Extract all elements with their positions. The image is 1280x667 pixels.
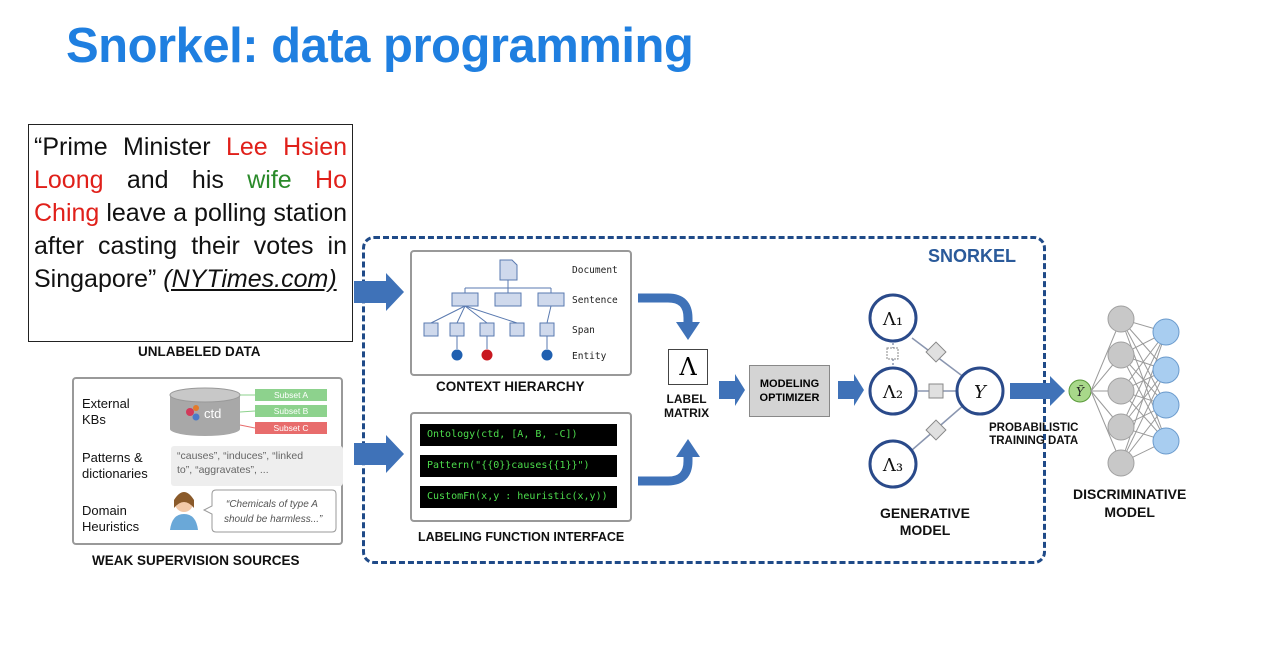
level-entity: Entity bbox=[572, 351, 607, 362]
discriminative-output-nodes bbox=[1152, 318, 1180, 455]
quote-source: (NYTimes.com) bbox=[163, 265, 337, 293]
level-span: Span bbox=[572, 325, 595, 336]
snorkel-title: SNORKEL bbox=[928, 246, 1017, 266]
label-matrix-label: LABEL MATRIX bbox=[664, 392, 709, 420]
patterns-note-line2: to”, “aggravates”, ... bbox=[177, 464, 269, 476]
subset-c: Subset C bbox=[255, 422, 327, 434]
arrowhead-up bbox=[676, 439, 700, 457]
quote-relation: wife bbox=[247, 166, 292, 194]
quote-mid1: and his bbox=[103, 166, 248, 194]
entity-node-3 bbox=[541, 349, 553, 361]
prob-line1: PROBABILISTIC bbox=[989, 422, 1079, 434]
lambda1-node bbox=[868, 293, 918, 343]
external-kbs-line2: KBs bbox=[82, 412, 106, 427]
context-hierarchy-panel bbox=[410, 250, 632, 376]
arrowhead-down bbox=[676, 322, 700, 340]
domain-line2: Heuristics bbox=[82, 519, 140, 534]
arrow-model-to-output bbox=[1010, 376, 1065, 406]
arrow-lf-to-matrix bbox=[638, 455, 693, 486]
discriminative-hidden-nodes bbox=[1107, 305, 1135, 477]
arrow-context-to-matrix bbox=[638, 293, 693, 324]
factor-nodes bbox=[886, 341, 947, 441]
modeling-optimizer-box: MODELING OPTIMIZER bbox=[749, 365, 830, 417]
hierarchy-level-labels: Document Sentence Span Entity bbox=[572, 265, 618, 362]
generative-line1: GENERATIVE bbox=[880, 505, 970, 521]
level-document: Document bbox=[572, 265, 618, 276]
lf-customfn: CustomFn(x,y : heuristic(x,y)) bbox=[420, 486, 617, 508]
curved-arrows bbox=[638, 293, 693, 486]
domain-note-line1: “Chemicals of type A bbox=[226, 499, 318, 510]
quote-spouse: Ho Ching bbox=[34, 166, 347, 227]
context-tree-nodes bbox=[423, 259, 565, 337]
quote-person: Lee Hsien Loong bbox=[34, 133, 347, 194]
arrow-matrix-to-optimizer bbox=[719, 374, 745, 406]
subset-b: Subset B bbox=[255, 405, 327, 417]
context-hierarchy-label: CONTEXT HIERARCHY bbox=[436, 379, 585, 394]
input-arrows bbox=[354, 273, 404, 473]
snorkel-region bbox=[362, 236, 1046, 564]
entity-node-1 bbox=[451, 349, 463, 361]
domain-line1: Domain bbox=[82, 503, 127, 518]
lambda2-label: Λ₂ bbox=[882, 382, 903, 403]
ctd-database-icon: ctd bbox=[169, 387, 256, 436]
label-matrix-line2: MATRIX bbox=[664, 406, 710, 420]
optimizer-line1: MODELING bbox=[759, 378, 820, 390]
patterns-line2: dictionaries bbox=[82, 466, 148, 481]
label-matrix-box: Λ bbox=[668, 349, 708, 385]
weak-supervision-label: WEAK SUPERVISION SOURCES bbox=[92, 553, 300, 568]
generative-nodes bbox=[868, 293, 1005, 489]
quote-open: “Prime Minister bbox=[34, 133, 226, 161]
optimizer-line2: OPTIMIZER bbox=[759, 392, 820, 404]
y-node bbox=[955, 366, 1005, 416]
lfi-label: LABELING FUNCTION INTERFACE bbox=[418, 530, 625, 544]
patterns-label: Patterns & dictionaries bbox=[82, 450, 148, 482]
domain-heuristics-label: Domain Heuristics bbox=[82, 503, 139, 535]
lambda2-node bbox=[868, 366, 918, 416]
domain-note-line2: should be harmless...” bbox=[224, 514, 323, 525]
domain-note-bubble: “Chemicals of type A should be harmless.… bbox=[202, 489, 337, 533]
lf-ontology: Ontology(ctd, [A, B, -C]) bbox=[420, 424, 617, 446]
unlabeled-text-example: “Prime Minister Lee Hsien Loong and his … bbox=[28, 124, 353, 342]
disc-line1: DISCRIMINATIVE bbox=[1073, 486, 1187, 502]
arrow-weak-in bbox=[354, 435, 404, 473]
arrow-optimizer-to-model bbox=[838, 374, 864, 406]
label-matrix-line1: LABEL bbox=[666, 392, 707, 406]
probabilistic-training-label: PROBABILISTIC TRAINING DATA bbox=[989, 422, 1078, 448]
lambda1-label: Λ₁ bbox=[882, 309, 903, 330]
generative-node-labels: Λ₁ Λ₂ Λ₃ Y bbox=[882, 309, 988, 476]
y-hat-label: Ỹ bbox=[1076, 384, 1085, 399]
patterns-line1: Patterns & bbox=[82, 450, 143, 465]
disc-line2: MODEL bbox=[1104, 504, 1155, 520]
generative-model-label: GENERATIVE MODEL bbox=[880, 505, 970, 539]
patterns-note-line1: “causes”, “induces”, “linked bbox=[177, 450, 304, 462]
lambda3-node bbox=[868, 439, 918, 489]
lambda3-label: Λ₃ bbox=[882, 455, 903, 476]
unlabeled-data-label: UNLABELED DATA bbox=[138, 344, 261, 359]
domain-expert-avatar bbox=[170, 492, 198, 530]
external-kbs-label: External KBs bbox=[82, 396, 130, 428]
quote-rest: leave a polling station after casting th… bbox=[34, 199, 347, 293]
arrow-unlabeled-in bbox=[354, 273, 404, 311]
page-title: Snorkel: data programming bbox=[66, 19, 694, 73]
patterns-note: “causes”, “induces”, “linked to”, “aggra… bbox=[171, 446, 343, 486]
discriminative-model-label: DISCRIMINATIVE MODEL bbox=[1073, 485, 1186, 521]
generative-line2: MODEL bbox=[899, 522, 951, 538]
ctd-db-label: ctd bbox=[204, 406, 221, 421]
external-kbs-line1: External bbox=[82, 396, 130, 411]
entity-node-2 bbox=[481, 349, 493, 361]
context-tree bbox=[430, 280, 552, 349]
prob-line2: TRAINING DATA bbox=[989, 435, 1079, 447]
flow-arrows bbox=[719, 374, 1065, 406]
subset-a: Subset A bbox=[255, 389, 327, 401]
level-sentence: Sentence bbox=[572, 295, 618, 306]
lf-pattern: Pattern("{{0}}causes{{1}}") bbox=[420, 455, 617, 477]
y-label: Y bbox=[974, 382, 988, 403]
